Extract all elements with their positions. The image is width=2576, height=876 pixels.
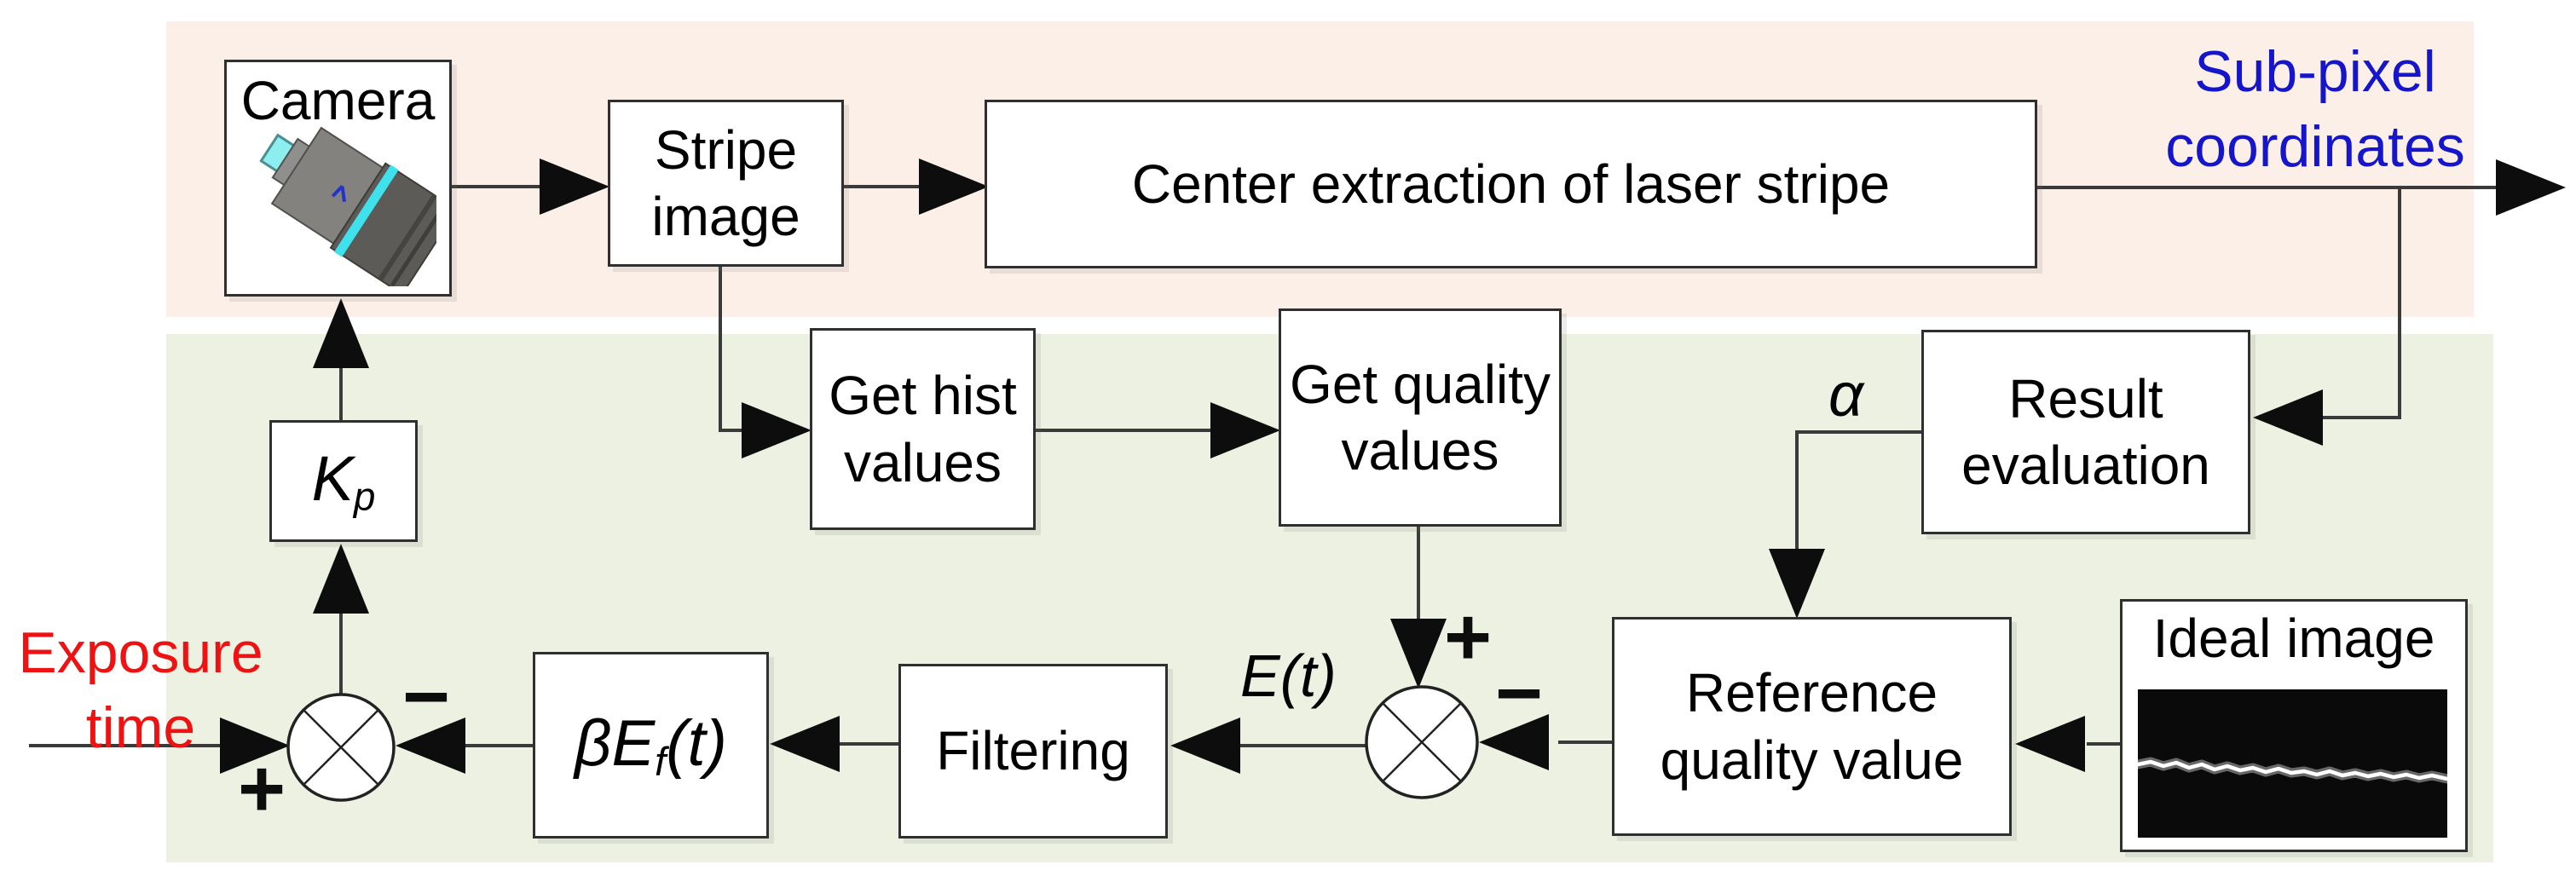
arrow-into-get-hist [742, 402, 811, 458]
result-evaluation-box: Result evaluation [1921, 330, 2250, 534]
beta-feedback-label: βEf(t) [575, 706, 727, 784]
arrow-subpixel-output [2496, 159, 2566, 216]
connector-center-to-output [2037, 186, 2502, 189]
arrow-into-reference-right [2015, 716, 2085, 772]
center-extraction-label: Center extraction of laser stripe [1131, 153, 1891, 215]
camera-box: Camera [224, 60, 452, 297]
stripe-image-label: Stripe image [651, 118, 800, 247]
arrow-into-junction1-minus [396, 718, 465, 774]
center-extraction-box: Center extraction of laser stripe [985, 100, 2037, 268]
result-evaluation-label: Result evaluation [1961, 367, 2210, 496]
ideal-image-label: Ideal image [2152, 608, 2435, 669]
connector-stripe-to-center [844, 185, 929, 188]
get-hist-label: Get hist values [829, 365, 1017, 493]
minus-sign-junction1: − [401, 651, 451, 742]
connector-junction1-to-kp [339, 607, 343, 696]
get-hist-box: Get hist values [810, 328, 1036, 530]
kp-gain-box: Kp [269, 420, 418, 542]
connector-result-alpha-h [1797, 430, 1921, 434]
arrow-into-filtering [1170, 718, 1240, 774]
connector-branch-down [2398, 187, 2401, 418]
exposure-time-label: Exposure time [18, 620, 263, 761]
connector-quality-down [1417, 527, 1420, 625]
error-signal-label: E(t) [1240, 643, 1337, 709]
connector-beta-to-junction1 [456, 744, 533, 747]
arrow-into-junction2-minus [1479, 714, 1549, 770]
get-quality-box: Get quality values [1279, 308, 1562, 527]
arrow-into-junction2-plus [1390, 619, 1447, 689]
arrow-into-center-extraction [919, 158, 989, 215]
connector-camera-to-stripe [452, 185, 554, 188]
arrow-into-result-evaluation [2253, 389, 2323, 446]
connector-hist-to-quality [1036, 429, 1219, 432]
stripe-image-box: Stripe image [608, 100, 844, 267]
laser-stripe-icon [2133, 689, 2452, 838]
arrow-into-stripe-image [540, 158, 609, 215]
arrow-into-camera [313, 298, 369, 368]
connector-result-alpha-v [1795, 430, 1799, 554]
connector-stripe-to-hist [720, 429, 759, 432]
reference-quality-box: Reference quality value [1612, 617, 2012, 836]
connector-ideal-to-reference [2087, 742, 2120, 746]
filtering-box: Filtering [898, 664, 1168, 839]
filtering-label: Filtering [936, 720, 1130, 782]
beta-feedback-box: βEf(t) [533, 652, 769, 839]
summing-junction-error [1365, 685, 1479, 799]
arrow-into-junction1-plus [220, 718, 290, 774]
connector-kp-to-camera [339, 362, 343, 422]
camera-box-label: Camera [240, 70, 436, 131]
plus-sign-junction2: + [1443, 591, 1493, 683]
connector-branch-to-result [2312, 416, 2401, 419]
minus-sign-junction2: − [1494, 648, 1544, 739]
reference-quality-label: Reference quality value [1660, 662, 1964, 791]
camera-icon [259, 126, 436, 286]
summing-junction-exposure [286, 693, 396, 802]
connector-reference-to-junction2 [1558, 741, 1612, 744]
arrow-into-beta-box [770, 716, 840, 772]
alpha-label: α [1828, 361, 1864, 429]
plus-sign-junction1: + [237, 743, 286, 834]
get-quality-label: Get quality values [1290, 353, 1551, 481]
connector-filtering-to-beta [829, 742, 898, 746]
connector-stripe-down [719, 267, 722, 432]
connector-exposure-in [29, 744, 227, 747]
arrow-into-reference-top [1769, 549, 1825, 619]
arrow-into-kp [313, 544, 369, 614]
subpixel-coordinates-label: Sub-pixel coordinates [2165, 39, 2465, 180]
kp-gain-label: Kp [311, 443, 376, 519]
connector-junction2-to-filtering [1232, 744, 1368, 747]
arrow-into-get-quality [1210, 402, 1280, 458]
